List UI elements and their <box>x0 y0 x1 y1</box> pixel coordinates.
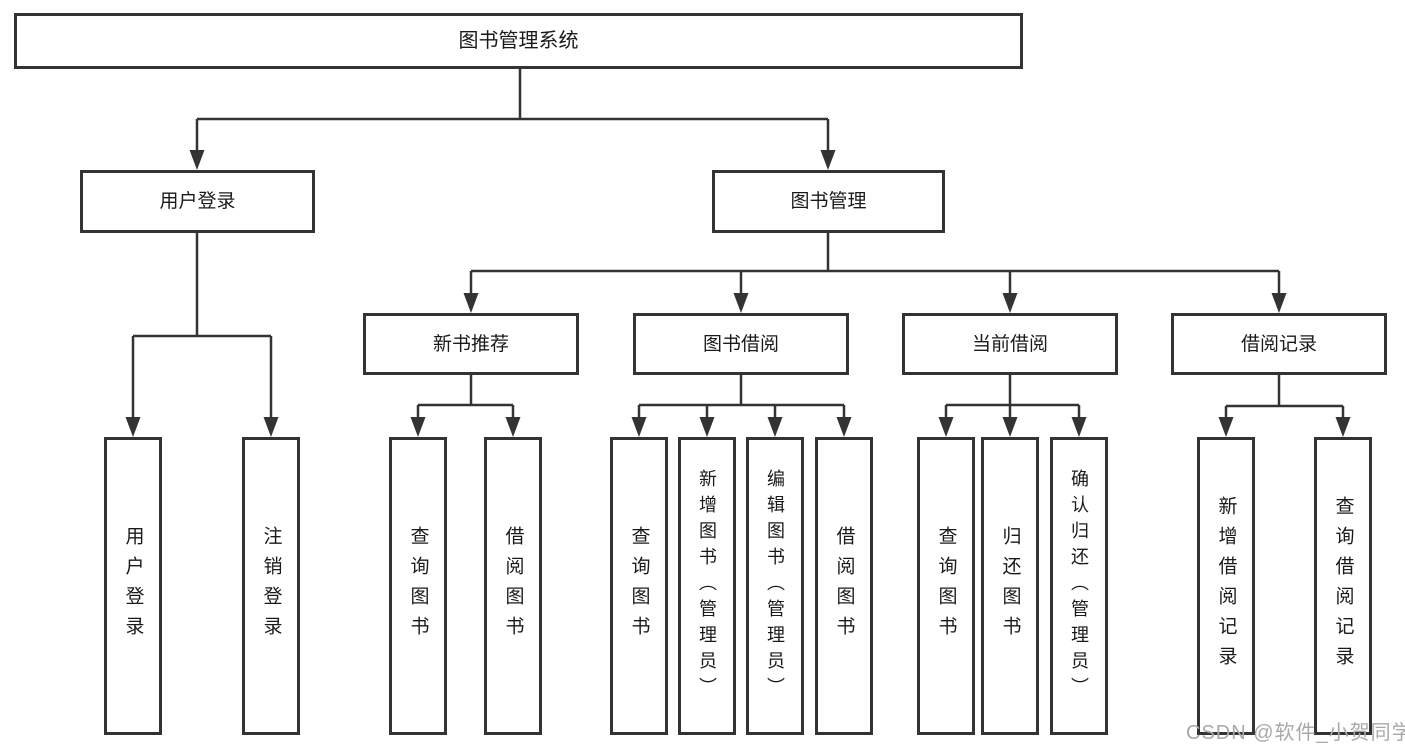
node-new-book-recommend: 新书推荐 <box>363 313 579 375</box>
node-current-borrow: 当前借阅 <box>902 313 1118 375</box>
leaf-edit-books-admin-label: 编辑图书（管理员） <box>765 469 785 703</box>
node-user-login: 用户登录 <box>80 170 315 233</box>
leaf-query-borrow-record-label: 查询借阅记录 <box>1332 496 1354 676</box>
node-root-label: 图书管理系统 <box>458 30 579 52</box>
leaf-add-books-admin-label: 新增图书（管理员） <box>697 469 717 703</box>
leaf-borrow-borrow-books: 借阅图书 <box>815 437 873 735</box>
leaf-query-borrow-record: 查询借阅记录 <box>1314 437 1372 735</box>
leaf-confirm-return-admin: 确认归还（管理员） <box>1050 437 1108 735</box>
leaf-confirm-return-admin-label: 确认归还（管理员） <box>1069 469 1089 703</box>
leaf-logout: 注销登录 <box>242 437 300 735</box>
leaf-add-borrow-record-label: 新增借阅记录 <box>1215 496 1237 676</box>
leaf-user-login-label: 用户登录 <box>122 526 144 646</box>
leaf-borrow-query-books: 查询图书 <box>610 437 668 735</box>
leaf-recommend-query-books: 查询图书 <box>389 437 447 735</box>
node-book-borrow-label: 图书借阅 <box>702 333 779 355</box>
node-new-book-recommend-label: 新书推荐 <box>432 333 509 355</box>
node-book-borrow: 图书借阅 <box>633 313 849 375</box>
node-book-management: 图书管理 <box>712 170 945 233</box>
leaf-recommend-query-books-label: 查询图书 <box>407 526 429 646</box>
csdn-watermark: CSDN @软件_小贺同学 <box>1186 722 1405 744</box>
leaf-borrow-borrow-books-label: 借阅图书 <box>833 526 855 646</box>
leaf-add-borrow-record: 新增借阅记录 <box>1197 437 1255 735</box>
node-borrow-records-label: 借阅记录 <box>1240 333 1317 355</box>
leaf-borrow-query-books-label: 查询图书 <box>628 526 650 646</box>
leaf-return-books-label: 归还图书 <box>999 526 1021 646</box>
leaf-recommend-borrow-books-label: 借阅图书 <box>502 526 524 646</box>
leaf-user-login: 用户登录 <box>104 437 162 735</box>
node-user-login-label: 用户登录 <box>159 191 236 212</box>
arrowheads <box>125 150 1351 437</box>
leaf-logout-label: 注销登录 <box>260 526 282 646</box>
node-borrow-records: 借阅记录 <box>1171 313 1387 375</box>
leaf-current-query-books: 查询图书 <box>917 437 975 735</box>
node-root: 图书管理系统 <box>14 13 1023 69</box>
leaf-edit-books-admin: 编辑图书（管理员） <box>746 437 804 735</box>
leaf-add-books-admin: 新增图书（管理员） <box>678 437 736 735</box>
leaf-recommend-borrow-books: 借阅图书 <box>484 437 542 735</box>
leaf-current-query-books-label: 查询图书 <box>935 526 957 646</box>
node-current-borrow-label: 当前借阅 <box>971 333 1048 355</box>
node-book-management-label: 图书管理 <box>790 191 867 212</box>
leaf-return-books: 归还图书 <box>981 437 1039 735</box>
